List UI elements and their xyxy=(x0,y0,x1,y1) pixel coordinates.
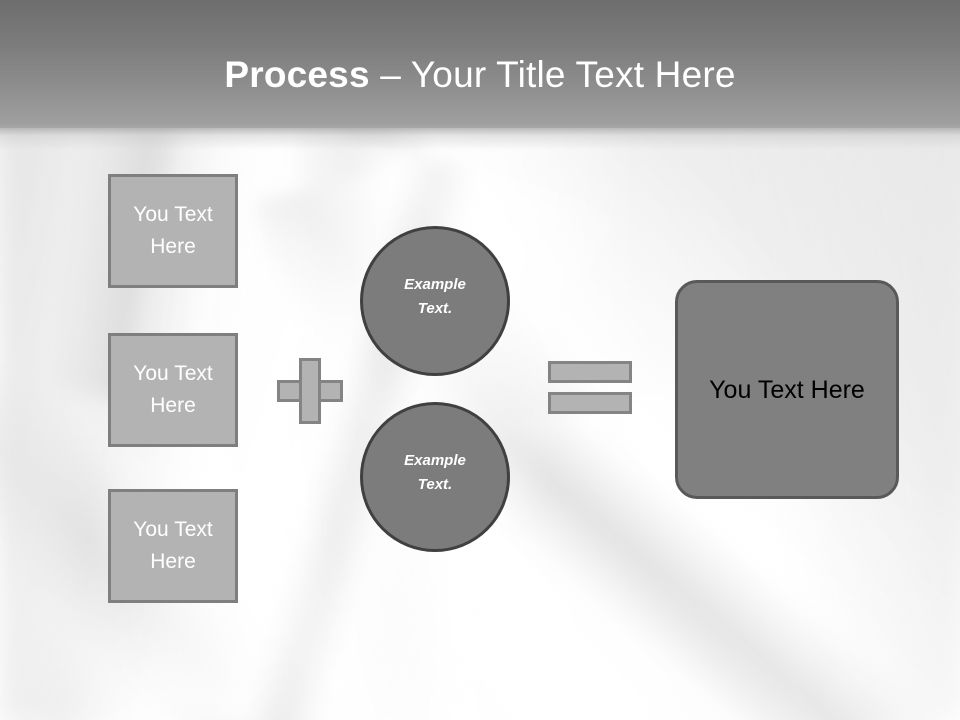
example-circle-2[interactable]: Example Text. xyxy=(360,402,510,552)
slide-header-band xyxy=(0,0,960,128)
result-box-label: You Text Here xyxy=(709,375,865,404)
input-box-2-label: You Text Here xyxy=(133,362,213,417)
input-box-3-label: You Text Here xyxy=(133,518,213,573)
plus-icon xyxy=(277,358,343,424)
example-circle-2-line1: Example xyxy=(404,452,466,469)
result-box[interactable]: You Text Here xyxy=(675,280,899,499)
slide-header-fade xyxy=(0,124,960,150)
example-circle-1[interactable]: Example Text. xyxy=(360,226,510,376)
equals-icon-bottom-bar xyxy=(548,392,632,414)
input-box-1[interactable]: You Text Here xyxy=(108,174,238,288)
input-box-3[interactable]: You Text Here xyxy=(108,489,238,603)
input-box-2[interactable]: You Text Here xyxy=(108,333,238,447)
example-circle-2-line2: Text. xyxy=(417,476,453,493)
slide-title-bold: Process xyxy=(224,54,370,95)
example-circle-1-line1: Example xyxy=(404,276,466,293)
equals-icon xyxy=(548,361,632,414)
slide-title-regular: – Your Title Text Here xyxy=(369,54,736,95)
equals-icon-top-bar xyxy=(548,361,632,383)
input-box-1-label: You Text Here xyxy=(133,203,213,258)
slide-title: Process – Your Title Text Here xyxy=(0,52,960,98)
plus-icon-center-fill xyxy=(302,383,318,399)
example-circle-1-line2: Text. xyxy=(417,300,453,317)
